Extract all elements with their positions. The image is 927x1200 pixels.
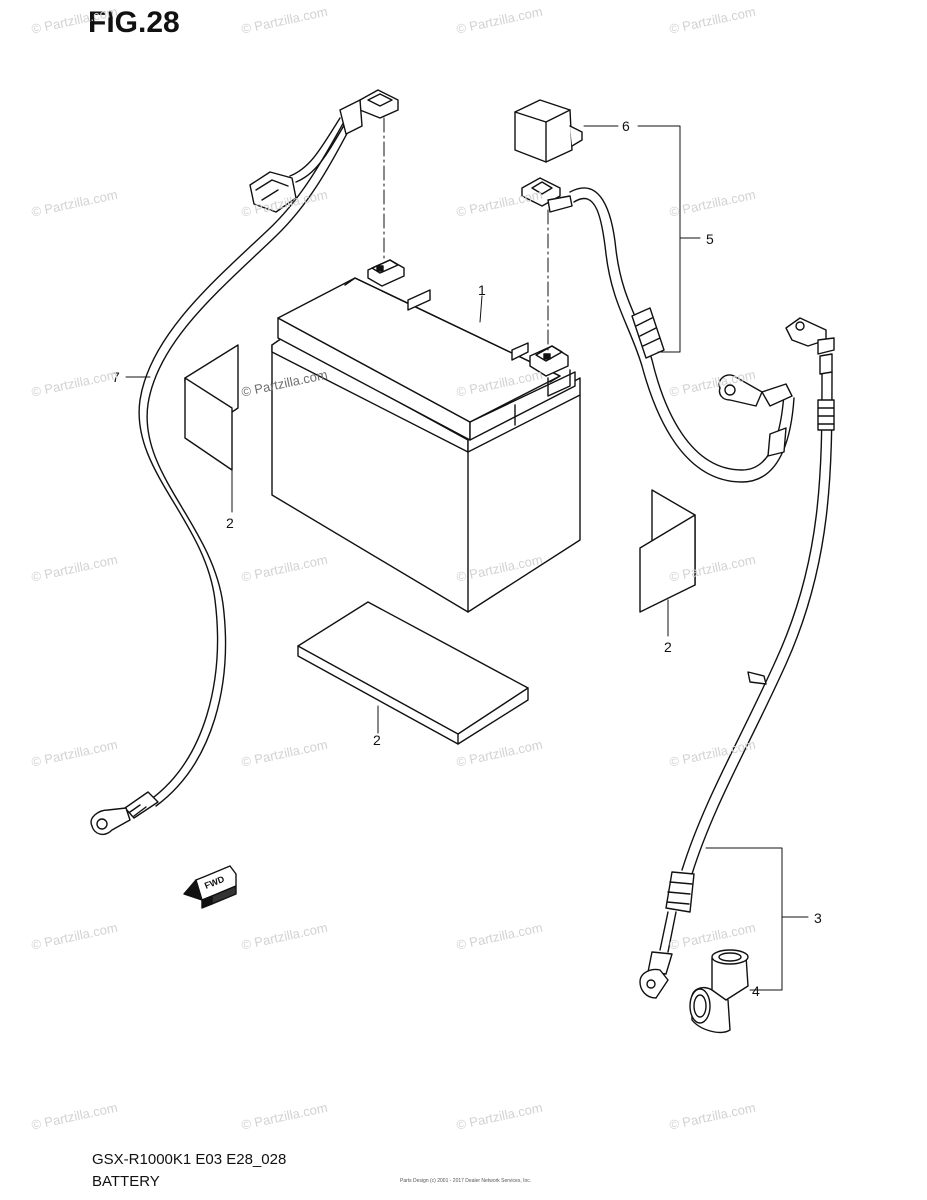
terminal-cover-part-6	[514, 99, 619, 163]
callout-2-right-pad: 2	[664, 639, 672, 655]
battery-cable-part-5	[383, 117, 795, 483]
model-code: GSX-R1000K1 E03 E28_028	[92, 1151, 287, 1168]
section-title: BATTERY	[92, 1173, 160, 1190]
callout-7: 7	[112, 369, 120, 385]
callout-6: 6	[622, 118, 630, 134]
terminal-boot-part-4	[689, 949, 771, 1034]
callout-1: 1	[478, 282, 486, 298]
callout-2-bottom-pad: 2	[373, 732, 381, 748]
callout-3: 3	[814, 910, 822, 926]
battery-pad-part-2-right	[639, 489, 696, 637]
battery-pad-part-2-left	[184, 344, 239, 513]
figure-title: FIG.28	[88, 6, 180, 39]
callout-5: 5	[706, 231, 714, 247]
callout-4: 4	[752, 983, 760, 999]
battery-part-1	[271, 259, 581, 613]
callout-2-left-pad: 2	[226, 515, 234, 531]
battery-cable-part-3	[639, 317, 835, 999]
copyright-note: Parts Design (c) 2001 - 2017 Dealer Netw…	[400, 1178, 532, 1184]
battery-cable-part-7	[90, 89, 399, 836]
battery-pad-part-2-bottom	[297, 601, 529, 745]
fwd-arrow-icon	[183, 865, 237, 909]
